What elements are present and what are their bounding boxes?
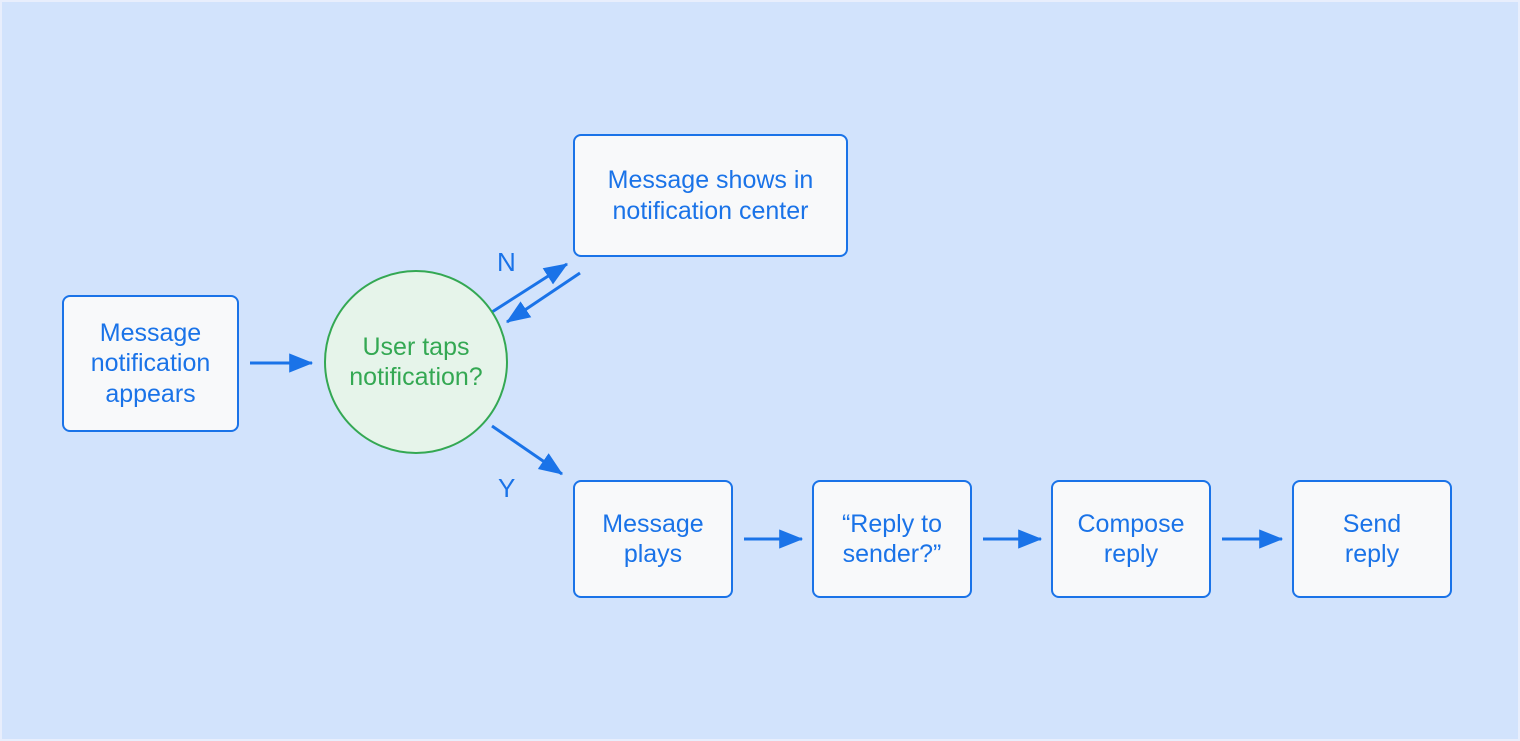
node-message-shows-in-notification-center[interactable]: Message shows in notification center: [573, 134, 848, 257]
node-label: Send reply: [1342, 509, 1402, 569]
node-label: Message notification appears: [90, 318, 211, 408]
edge-label-branch-no: N: [497, 247, 516, 277]
node-label: Message shows in notification center: [607, 166, 814, 225]
node-label: Message plays: [602, 509, 704, 569]
node-message-plays[interactable]: Message plays: [573, 480, 733, 598]
edge-notification-center-to-decision: [506, 271, 581, 324]
node-send-reply[interactable]: Send reply: [1292, 480, 1452, 598]
node-message-notification-appears[interactable]: Message notification appears: [62, 295, 239, 432]
edge-decision-to-message-plays: [491, 424, 563, 476]
node-label: User taps notification?: [349, 332, 483, 392]
node-reply-to-sender[interactable]: “Reply to sender?”: [812, 480, 972, 598]
edge-label-branch-yes: Y: [498, 473, 516, 503]
node-label: “Reply to sender?”: [841, 509, 943, 569]
node-user-taps-notification[interactable]: User taps notification?: [324, 270, 508, 454]
node-label: Compose reply: [1077, 509, 1185, 569]
node-compose-reply[interactable]: Compose reply: [1051, 480, 1211, 598]
